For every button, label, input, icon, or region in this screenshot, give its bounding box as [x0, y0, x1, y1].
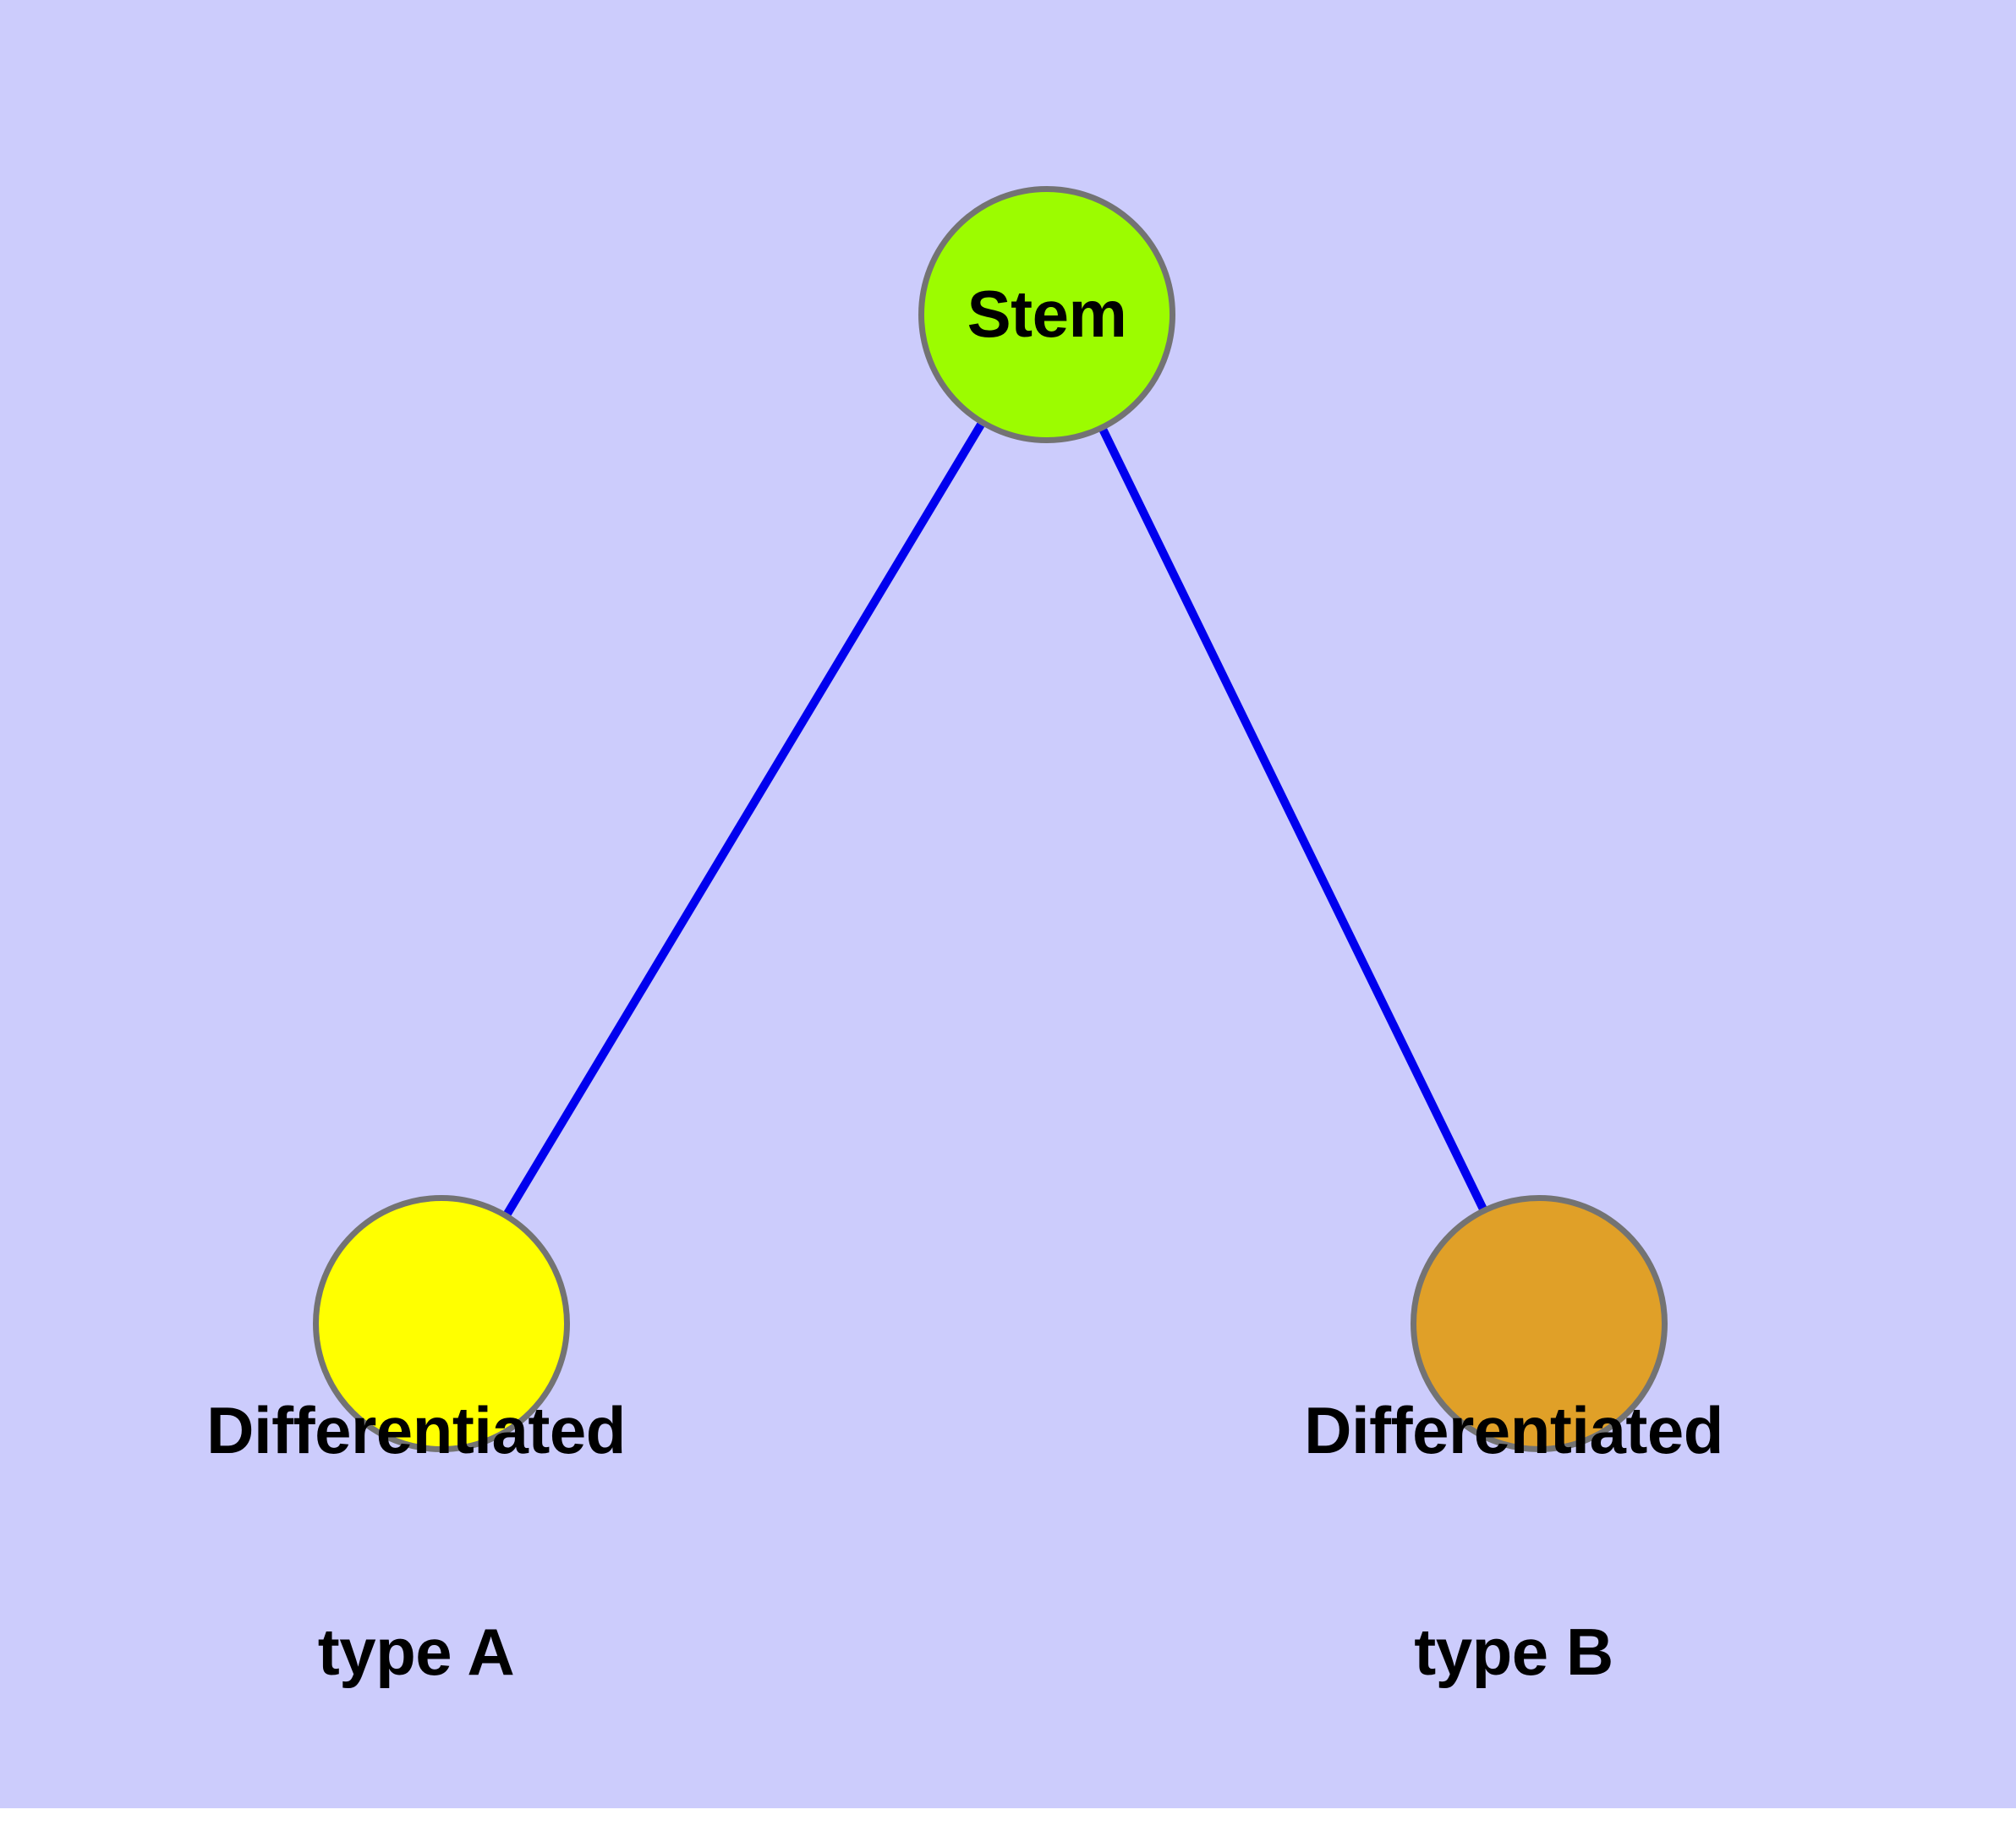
edge-stem-to-diff-b	[1043, 312, 1543, 1326]
edge-stem-to-diff-a	[437, 312, 1051, 1326]
node-differentiated-type-a[interactable]	[313, 1195, 570, 1452]
node-stem[interactable]	[918, 186, 1175, 443]
node-differentiated-type-b[interactable]	[1411, 1195, 1668, 1452]
